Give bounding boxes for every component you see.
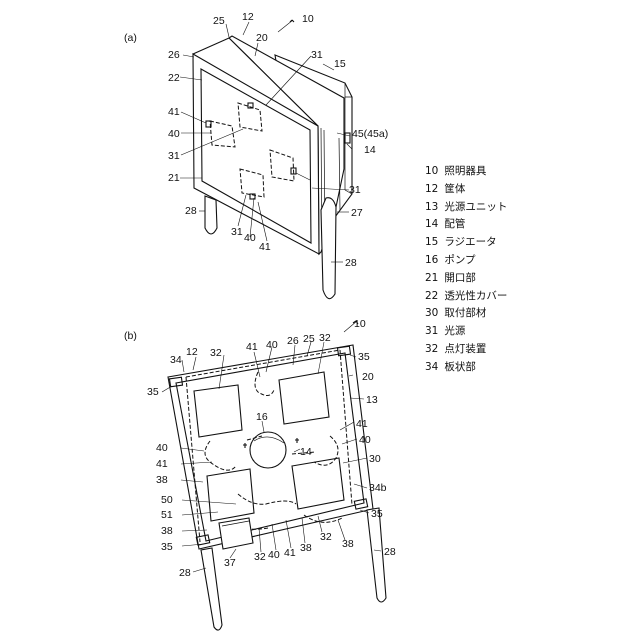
callout-a-31c: 31 xyxy=(349,184,361,196)
callout-a-41: 41 xyxy=(168,106,180,118)
callout-b-28b: 28 xyxy=(179,567,191,579)
legend-item: 30 取付部材 xyxy=(425,305,507,323)
legend-item: 16 ポンプ xyxy=(425,252,507,270)
legend-num: 10 xyxy=(425,163,441,181)
callout-a-26: 26 xyxy=(168,49,180,61)
callout-b-40c: 40 xyxy=(156,442,168,454)
panel-b-label: (b) xyxy=(124,330,137,342)
callout-b-30: 30 xyxy=(369,453,381,465)
callout-b-40: 40 xyxy=(266,339,278,351)
callout-a-41b: 41 xyxy=(259,241,271,253)
callout-b-12: 12 xyxy=(186,346,198,358)
callout-a-12: 12 xyxy=(242,11,254,23)
legend-name: 板状部 xyxy=(444,361,476,373)
callout-b-50: 50 xyxy=(161,494,173,506)
callout-a-31: 31 xyxy=(311,49,323,61)
callout-a-15: 15 xyxy=(334,58,346,70)
legend-name: 照明器具 xyxy=(444,165,486,177)
callout-b-38c: 38 xyxy=(300,542,312,554)
callout-a-40b: 40 xyxy=(244,232,256,244)
legend-item: 10 照明器具 xyxy=(425,163,507,181)
callout-b-41d: 41 xyxy=(284,547,296,559)
callout-a-20: 20 xyxy=(256,32,268,44)
panel-b-drawing xyxy=(168,345,386,630)
callout-a-22: 22 xyxy=(168,72,180,84)
callout-b-35d: 35 xyxy=(161,541,173,553)
legend-item: 15 ラジエータ xyxy=(425,234,507,252)
legend-num: 32 xyxy=(425,341,441,359)
legend-num: 22 xyxy=(425,288,441,306)
callout-b-41b: 41 xyxy=(356,418,368,430)
callout-b-32: 32 xyxy=(210,347,222,359)
callout-b-41: 41 xyxy=(246,341,258,353)
legend-num: 21 xyxy=(425,270,441,288)
callout-b-26: 26 xyxy=(287,335,299,347)
legend-item: 13 光源ユニット xyxy=(425,199,507,217)
callout-b-14: 14 xyxy=(300,446,312,458)
legend-num: 31 xyxy=(425,323,441,341)
callout-b-40b: 40 xyxy=(359,434,371,446)
callout-b-38: 38 xyxy=(156,474,168,486)
legend-num: 12 xyxy=(425,181,441,199)
callout-a-28b: 28 xyxy=(345,257,357,269)
callout-b-38b: 38 xyxy=(161,525,173,537)
legend-name: 光源ユニット xyxy=(444,201,507,213)
callout-a-28: 28 xyxy=(185,205,197,217)
legend-item: 21 開口部 xyxy=(425,270,507,288)
legend: 10 照明器具 12 筐体 13 光源ユニット 14 配管 15 ラジエータ 1… xyxy=(425,163,507,377)
callout-b-32c: 32 xyxy=(254,551,266,563)
callout-a-14: 14 xyxy=(364,144,376,156)
callout-b-20: 20 xyxy=(362,371,374,383)
callout-a-31b: 31 xyxy=(168,150,180,162)
callout-b-35c: 35 xyxy=(371,508,383,520)
callout-a-21: 21 xyxy=(168,172,180,184)
callout-b-13: 13 xyxy=(366,394,378,406)
callout-b-10: 10 xyxy=(354,318,366,330)
callout-b-41c: 41 xyxy=(156,458,168,470)
callout-a-27: 27 xyxy=(351,207,363,219)
legend-num: 34 xyxy=(425,359,441,377)
callout-b-40d: 40 xyxy=(268,549,280,561)
callout-a-40: 40 xyxy=(168,128,180,140)
legend-name: ラジエータ xyxy=(444,236,496,248)
callout-b-34b: 34b xyxy=(369,482,387,494)
callout-b-32b: 32 xyxy=(319,332,331,344)
legend-num: 14 xyxy=(425,216,441,234)
legend-item: 32 点灯装置 xyxy=(425,341,507,359)
legend-item: 14 配管 xyxy=(425,216,507,234)
callout-b-35b: 35 xyxy=(147,386,159,398)
legend-num: 16 xyxy=(425,252,441,270)
callout-b-32d: 32 xyxy=(320,531,332,543)
callout-b-38d: 38 xyxy=(342,538,354,550)
callout-b-28: 28 xyxy=(384,546,396,558)
callout-a-10: 10 xyxy=(302,13,314,25)
legend-name: ポンプ xyxy=(444,254,475,266)
legend-name: 光源 xyxy=(444,325,465,337)
callout-b-16: 16 xyxy=(256,411,268,423)
legend-name: 取付部材 xyxy=(444,307,486,319)
callout-a-45: 45(45a) xyxy=(352,128,388,140)
legend-item: 12 筐体 xyxy=(425,181,507,199)
legend-item: 34 板状部 xyxy=(425,359,507,377)
panel-a-drawing xyxy=(193,36,352,299)
legend-name: 透光性カバー xyxy=(444,290,507,302)
legend-item: 22 透光性カバー xyxy=(425,288,507,306)
legend-num: 30 xyxy=(425,305,441,323)
callout-b-25: 25 xyxy=(303,333,315,345)
panel-a-label: (a) xyxy=(124,32,137,44)
callout-b-51: 51 xyxy=(161,509,173,521)
callout-b-37: 37 xyxy=(224,557,236,569)
legend-item: 31 光源 xyxy=(425,323,507,341)
callout-b-34: 34 xyxy=(170,354,182,366)
legend-name: 点灯装置 xyxy=(444,343,486,355)
legend-num: 15 xyxy=(425,234,441,252)
callout-a-31d: 31 xyxy=(231,226,243,238)
legend-name: 配管 xyxy=(444,218,465,230)
callout-b-35: 35 xyxy=(358,351,370,363)
legend-num: 13 xyxy=(425,199,441,217)
callout-a-25: 25 xyxy=(213,15,225,27)
legend-name: 開口部 xyxy=(444,272,476,284)
legend-name: 筐体 xyxy=(444,183,465,195)
